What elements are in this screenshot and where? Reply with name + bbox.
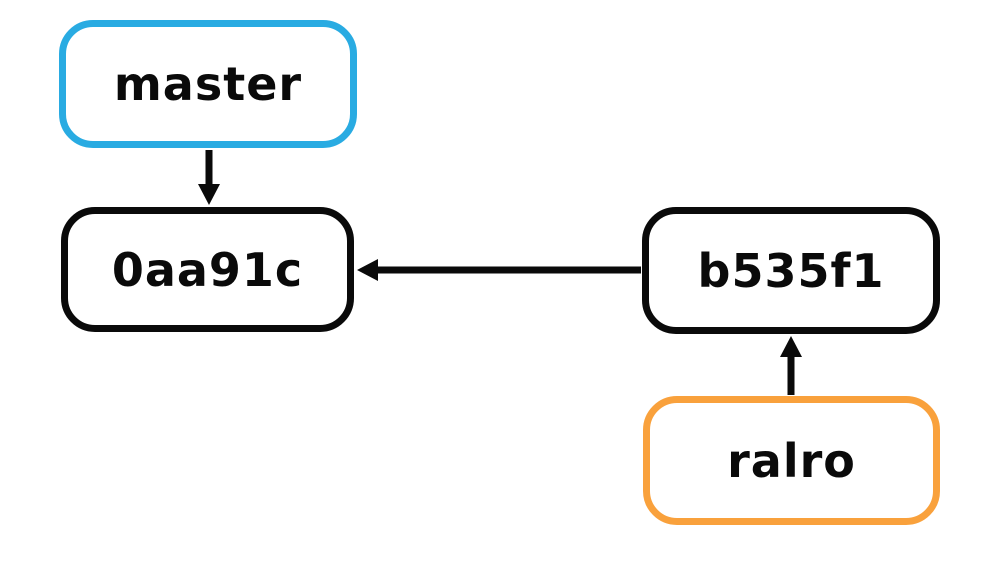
node-0aa91c: 0aa91c bbox=[61, 207, 354, 332]
edge-ralro-to-b535f1 bbox=[780, 336, 802, 395]
node-b535f1-label: b535f1 bbox=[697, 243, 885, 298]
edge-b535f1-to-0aa91c bbox=[357, 259, 641, 281]
node-master: master bbox=[59, 20, 357, 148]
node-ralro-label: ralro bbox=[727, 433, 856, 488]
node-ralro: ralro bbox=[643, 396, 940, 525]
node-0aa91c-label: 0aa91c bbox=[111, 242, 304, 297]
node-b535f1: b535f1 bbox=[642, 207, 940, 334]
node-master-label: master bbox=[113, 57, 303, 111]
edge-master-to-0aa91c bbox=[198, 150, 220, 205]
